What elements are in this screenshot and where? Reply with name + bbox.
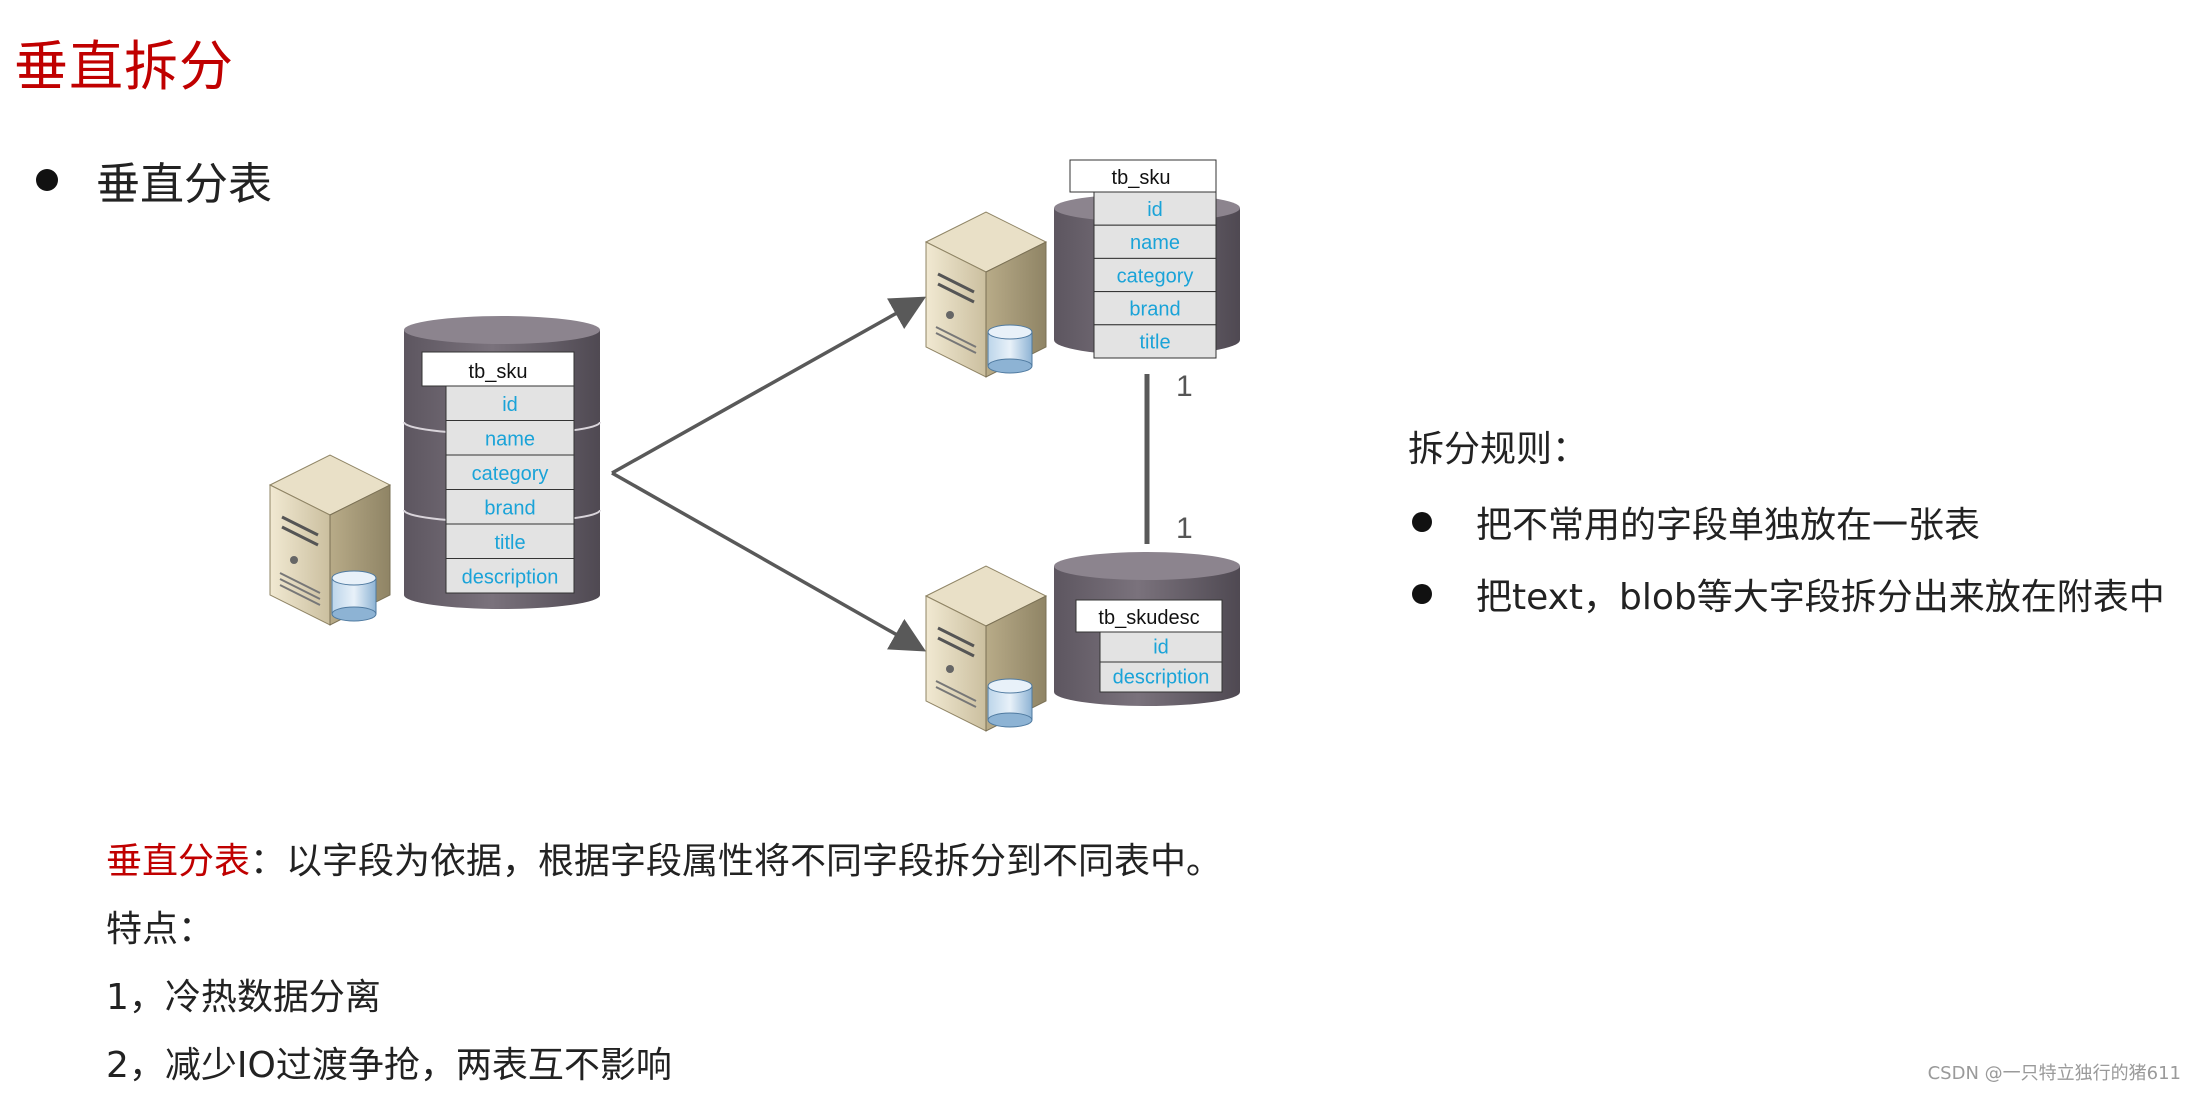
feature-item: 1，冷热数据分离: [106, 977, 381, 1018]
rules-title: 拆分规则：: [1408, 429, 1589, 470]
table-field-cell: [1099, 661, 1223, 693]
table-field-cell: [445, 454, 575, 490]
table-field-cell: [445, 523, 575, 559]
source-table-name: tb_sku: [469, 361, 528, 383]
target-server-2-icon: [924, 565, 1048, 732]
bullet-dot-icon: [36, 169, 58, 191]
target-table-1: tb_sku id name category brand title: [1069, 159, 1217, 359]
main-bullet-label: 垂直分表: [96, 159, 272, 210]
bullet-dot-icon: [1412, 584, 1432, 604]
table-field-cell: [445, 385, 575, 421]
definition-term: 垂直分表: [106, 841, 251, 882]
table-field-cell: [1093, 257, 1217, 293]
relation-bottom-label: 1: [1176, 512, 1193, 545]
feature-item: 2，减少IO过渡争抢，两表互不影响: [106, 1045, 672, 1086]
arrow-to-table-2: [611, 471, 927, 652]
database-icon: [987, 324, 1033, 374]
watermark: CSDN @一只特立独行的猪611: [1921, 1057, 2187, 1087]
relation-top-label: 1: [1176, 370, 1193, 403]
table-field: id: [502, 394, 518, 416]
table-field: name: [1130, 232, 1180, 254]
table-field: category: [1117, 265, 1194, 287]
table-field: name: [485, 428, 535, 450]
table-field-cell: [1093, 324, 1217, 359]
table-field: brand: [1129, 299, 1180, 321]
table-field: id: [1147, 199, 1163, 221]
features-label: 特点：: [106, 909, 215, 950]
table-field: description: [462, 566, 559, 588]
table-field-cell: [1099, 631, 1223, 663]
target-table-1-name: tb_sku: [1112, 167, 1171, 189]
split-rules: 拆分规则： 把不常用的字段单独放在一张表 把text，blob等大字段拆分出来放…: [1408, 420, 2165, 640]
table-field-cell: [445, 558, 575, 594]
table-field: brand: [484, 497, 535, 519]
table-field: title: [1139, 332, 1170, 354]
table-field-cell: [1093, 191, 1217, 226]
table-field: title: [494, 532, 525, 554]
table-field-cell: [1093, 224, 1217, 259]
database-icon: [987, 678, 1033, 728]
table-field: description: [1113, 667, 1210, 689]
main-bullet: 垂直分表: [36, 148, 272, 212]
target-table-2: tb_skudesc id description: [1075, 599, 1223, 693]
rule-text: 把text，blob等大字段拆分出来放在附表中: [1476, 577, 2165, 618]
table-field: id: [1153, 637, 1169, 659]
definition-line: 垂直分表：以字段为依据，根据字段属性将不同字段拆分到不同表中。: [106, 828, 1222, 896]
table-field: category: [472, 463, 549, 485]
definition-text: ：以字段为依据，根据字段属性将不同字段拆分到不同表中。: [250, 841, 1223, 882]
bullet-dot-icon: [1412, 512, 1432, 532]
source-table: tb_sku id name category brand title descripti…: [421, 351, 575, 594]
arrow-to-table-1: [611, 296, 927, 475]
definition-block: 垂直分表：以字段为依据，根据字段属性将不同字段拆分到不同表中。 特点： 1，冷热…: [106, 828, 1222, 1100]
table-field-cell: [445, 489, 575, 525]
source-server-icon: [268, 454, 392, 626]
table-field-cell: [445, 420, 575, 456]
rule-item: 把text，blob等大字段拆分出来放在附表中: [1408, 568, 2165, 620]
rule-text: 把不常用的字段单独放在一张表: [1476, 505, 1981, 546]
page-title: 垂直拆分: [14, 35, 234, 98]
target-server-1-icon: [924, 211, 1048, 378]
target-table-2-name: tb_skudesc: [1098, 607, 1199, 629]
rule-item: 把不常用的字段单独放在一张表: [1408, 496, 2165, 548]
database-icon: [331, 570, 377, 622]
